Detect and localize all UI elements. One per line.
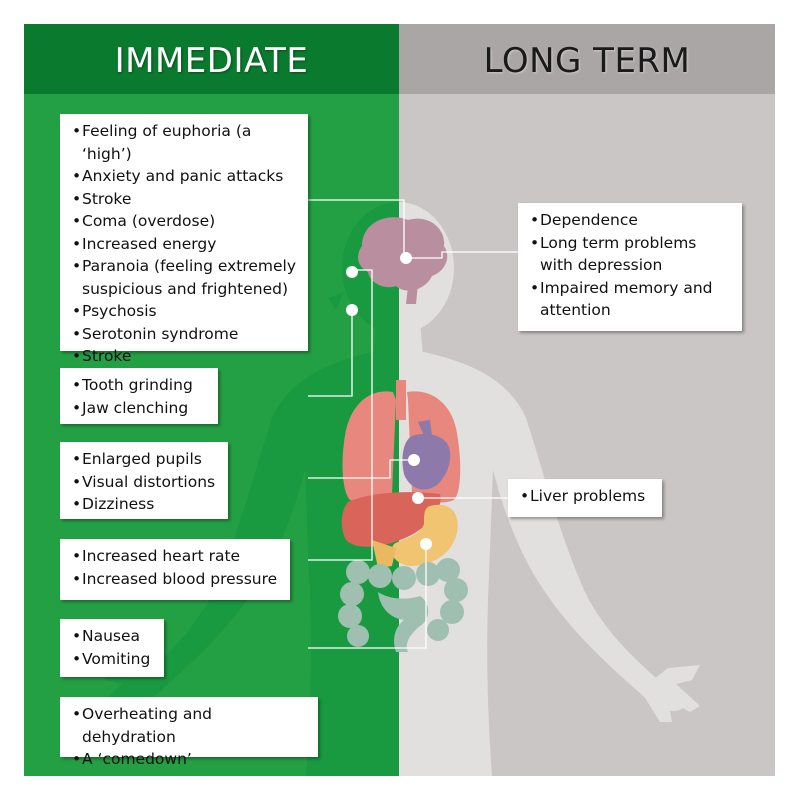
immediate-effects-stomach-box: Nausea Vomiting [60,619,164,677]
effect-item: Vomiting [68,648,156,671]
long-term-header-bar [399,24,775,94]
effect-item: Feeling of euphoria (a ‘high’) [68,120,300,165]
effect-item: Stroke [68,188,300,211]
effect-item: A ‘comedown’ [68,748,310,771]
immediate-effects-heart-box: Increased heart rate Increased blood pre… [60,539,290,600]
effect-item: Tooth grinding [68,374,210,397]
immediate-title: IMMEDIATE [114,41,309,81]
silhouette-left [98,202,399,776]
immediate-effects-eyes-box: Enlarged pupils Visual distortions Dizzi… [60,442,228,519]
effect-item: Coma (overdose) [68,210,300,233]
long-term-effects-liver-box: Liver problems [508,479,662,517]
connector-dots [346,252,432,550]
stomach [372,504,458,568]
intestines [338,558,468,652]
immediate-effects-jaw-box: Tooth grinding Jaw clenching [60,368,218,424]
long-term-title: LONG TERM [483,41,691,81]
immediate-effects-body-box: Overheating and dehydration A ‘comedown’ [60,697,318,768]
immediate-header-bar [24,24,399,94]
liver [341,492,441,547]
effect-item: Jaw clenching [68,397,210,420]
effect-item: Long term problems with depression [526,232,734,277]
effect-item: Serotonin syndrome [68,323,300,346]
effect-item: Paranoia (feeling extremely suspicious a… [68,255,300,300]
effect-item: Visual distortions [68,471,220,494]
effect-item: Anxiety and panic attacks [68,165,300,188]
effect-item: Increased energy [68,233,300,256]
connector-lines [308,199,518,649]
effect-item: Stroke [68,345,300,368]
immediate-effects-brain-box: Feeling of euphoria (a ‘high’) Anxiety a… [60,114,308,365]
effect-item: Liver problems [516,485,654,508]
effect-item: Dizziness [68,493,220,516]
effect-item: Dependence [526,209,734,232]
long-term-effects-brain-box: Dependence Long term problems with depre… [518,203,742,331]
effect-item: Overheating and dehydration [68,703,310,748]
heart [402,420,451,490]
effect-item: Psychosis [68,300,300,323]
effect-item: Enlarged pupils [68,448,220,471]
effect-item: Increased heart rate [68,545,282,568]
effect-item: Increased blood pressure [68,568,282,591]
effect-item: Impaired memory and attention [526,277,734,322]
effect-item: Nausea [68,625,156,648]
